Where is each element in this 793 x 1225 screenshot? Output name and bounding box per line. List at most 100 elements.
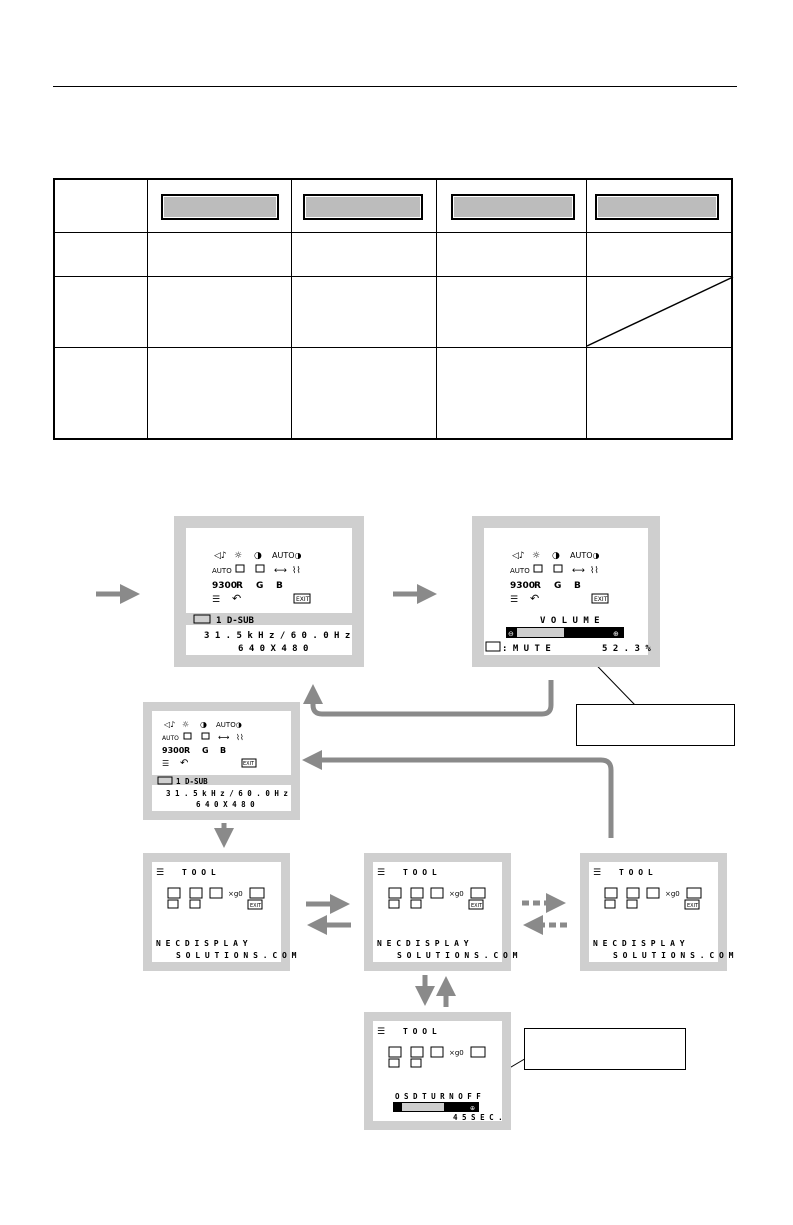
volume-title: V O L U M E (540, 616, 600, 626)
tool-icon: ☰ (377, 868, 385, 878)
information-icon (410, 1058, 422, 1068)
fine-icon: ⟷ (218, 733, 230, 742)
key-button-4 (595, 194, 719, 220)
osd-seconds-value: 4 5 S E C . (453, 1113, 503, 1122)
svg-text:EXIT: EXIT (687, 903, 699, 909)
website-line-1: N E C D I S P L A Y (593, 939, 685, 948)
h-size-icon (255, 564, 265, 573)
plus-icon: ⊕ (470, 1105, 475, 1112)
osd-turn-off-icon (209, 887, 223, 899)
tool-icon: ☰ (162, 759, 169, 768)
arrow-back-to-menu (303, 680, 554, 717)
osd-main-menu-screen: ◁♪ ☼ ◑ AUTO◑ AUTO ⟷ ⌇⌇ 9300 R G B ☰ ↶ EX… (174, 516, 364, 667)
exit-icon (684, 899, 700, 910)
phase-icon: ⌇⌇ (236, 733, 244, 742)
auto-contrast-icon: AUTO◑ (272, 551, 302, 560)
auto-adjust-icon: AUTO (162, 735, 179, 742)
minus-icon: ⊖ (394, 1105, 399, 1112)
contrast-icon: ◑ (254, 551, 262, 561)
table-col-divider (291, 180, 292, 438)
input-icon (157, 776, 173, 785)
red-icon: R (236, 581, 243, 591)
language-icon (388, 887, 402, 899)
tool-icon: ☰ (156, 868, 164, 878)
osd-tool-screen-3: ☰ T O O L ×g0 EXIT N E C D I S P L A Y S… (580, 853, 734, 971)
osd-tool-display-1: ☰ T O O L ×g0 EXIT N E C D I S P L A Y S… (152, 862, 297, 962)
language-icon (388, 1046, 402, 1058)
osd-lock-icon (470, 1046, 486, 1058)
volume-value: 5 2 . 3 % (602, 644, 651, 654)
tool-title: T O O L (403, 868, 437, 877)
osd-main-menu-small-screen: ◁♪ ☼ ◑ AUTO◑ AUTO ⟷ ⌇⌇ 9300 R G B ☰ ↶ EX… (143, 702, 300, 820)
tool-title: T O O L (182, 868, 216, 877)
exit-icon (468, 899, 484, 910)
hot-key-icon: ×g0 (449, 890, 464, 898)
osd-position-icon (410, 887, 424, 899)
factory-preset-icon (388, 1058, 400, 1068)
website-line-1: N E C D I S P L A Y (156, 939, 248, 948)
website-line-1: N E C D I S P L A Y (377, 939, 469, 948)
reset-key-icon (485, 641, 501, 652)
table-row-divider (55, 347, 731, 348)
minus-icon: ⊖ (508, 630, 514, 638)
factory-preset-icon (604, 899, 616, 909)
tool-title: T O O L (403, 1027, 437, 1036)
contrast-icon: ◑ (200, 720, 207, 729)
osd-tool-display-3: ☰ T O O L ×g0 EXIT N E C D I S P L A Y S… (589, 862, 734, 962)
fine-icon: ⟷ (572, 566, 585, 576)
color-preset-icon: 9300 (510, 581, 535, 591)
svg-text:EXIT: EXIT (594, 596, 608, 603)
input-bar (152, 775, 291, 785)
svg-text:EXIT: EXIT (471, 903, 483, 909)
exit-icon (247, 899, 263, 910)
hot-key-icon: ×g0 (449, 1049, 464, 1057)
auto-adjust-icon: AUTO (510, 567, 530, 575)
table-col-divider (147, 180, 148, 438)
brightness-icon: ☼ (234, 551, 242, 561)
mute-label: : M U T E (502, 644, 551, 654)
green-icon: G (202, 746, 209, 755)
brightness-icon: ☼ (532, 551, 540, 561)
blue-icon: B (574, 581, 581, 591)
factory-preset-icon (167, 899, 179, 909)
not-applicable-slash (586, 276, 734, 347)
controls-table (53, 178, 734, 440)
tool-icon: ☰ (593, 868, 601, 878)
phase-icon: ⌇⌇ (292, 565, 301, 576)
reset-icon: ↶ (232, 592, 241, 605)
frequency-text: 3 1 . 5 k H z / 6 0 . 0 H z (166, 789, 288, 798)
volume-icon: ◁♪ (512, 551, 525, 561)
osd-turn-off-display: ☰ T O O L ×g0 O S D T U R N O F F ⊖ ⊕ 4 … (373, 1021, 503, 1122)
svg-text:EXIT: EXIT (296, 596, 310, 603)
callout-box-osd (524, 1028, 686, 1070)
red-icon: R (534, 581, 541, 591)
callout-box-volume (576, 704, 735, 746)
header-rule (53, 86, 737, 87)
tool-icon: ☰ (212, 595, 220, 605)
blue-icon: B (276, 581, 283, 591)
table-col-divider (586, 180, 587, 438)
exit-icon (293, 593, 311, 604)
osd-turn-off-label: O S D T U R N O F F (395, 1092, 481, 1101)
resolution-text: 6 4 0 X 4 8 0 (238, 644, 308, 654)
osd-position-icon (189, 887, 203, 899)
osd-turn-off-screen: ☰ T O O L ×g0 O S D T U R N O F F ⊖ ⊕ 4 … (364, 1012, 511, 1130)
volume-bar-fill (517, 628, 564, 637)
arrow-return-from-tool (302, 750, 614, 838)
plus-icon: ⊕ (613, 630, 619, 638)
osd-turn-off-icon (430, 887, 444, 899)
osd-timer-bar-fill (402, 1103, 444, 1111)
reset-icon: ↶ (530, 592, 539, 605)
phase-icon: ⌇⌇ (590, 565, 599, 576)
tool-icon: ☰ (510, 595, 518, 605)
fine-icon: ⟷ (274, 566, 287, 576)
svg-text:EXIT: EXIT (243, 761, 255, 767)
osd-lock-icon (686, 887, 702, 899)
red-icon: R (184, 746, 190, 755)
information-icon (189, 899, 201, 909)
factory-preset-icon (388, 899, 400, 909)
blue-icon: B (220, 746, 226, 755)
website-line-2: S O L U T I O N S . C O M (176, 951, 297, 960)
osd-volume-screen: ◁♪ ☼ ◑ AUTO◑ AUTO ⟷ ⌇⌇ 9300 R G B ☰ ↶ EX… (472, 516, 660, 667)
